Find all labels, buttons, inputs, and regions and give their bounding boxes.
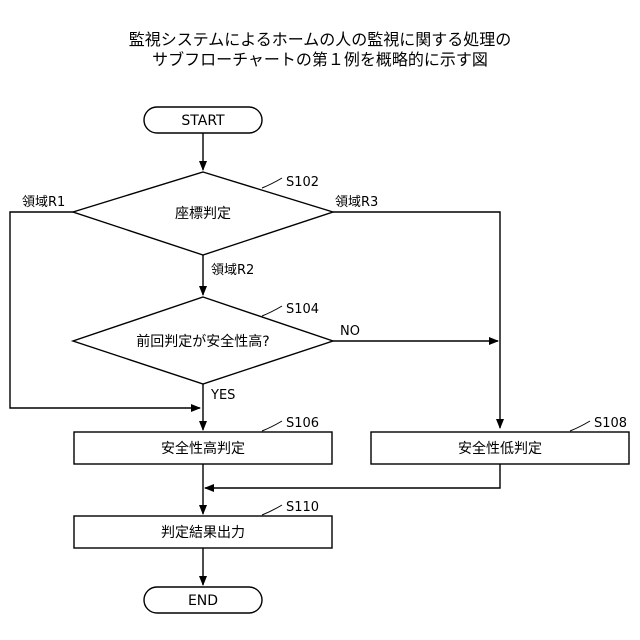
start-label: START [181, 113, 225, 129]
s108-text: 安全性低判定 [458, 440, 542, 457]
s108-leader [570, 421, 590, 431]
branch-label-yes: YES [210, 388, 235, 403]
s106-step-label: S106 [286, 416, 319, 431]
s102-text: 座標判定 [175, 206, 231, 222]
s104-text: 前回判定が安全性高? [136, 333, 269, 350]
connector-r3-to-s108 [333, 212, 500, 428]
connector-s108-s110 [205, 464, 500, 488]
s102-step-label: S102 [286, 175, 319, 190]
s106-leader [262, 421, 282, 431]
branch-label-r3: 領域R3 [335, 194, 378, 210]
s104-leader [262, 306, 282, 316]
s110-leader [262, 505, 282, 515]
branch-label-no: NO [340, 324, 360, 339]
branch-label-r1: 領域R1 [22, 194, 65, 210]
s104-step-label: S104 [286, 302, 319, 317]
end-label: END [188, 593, 218, 609]
s108-step-label: S108 [594, 416, 627, 431]
s110-step-label: S110 [286, 500, 319, 515]
s110-text: 判定結果出力 [161, 525, 245, 541]
s106-text: 安全性高判定 [161, 440, 245, 457]
branch-label-r2: 領域R2 [211, 262, 254, 278]
s102-leader [262, 178, 282, 188]
